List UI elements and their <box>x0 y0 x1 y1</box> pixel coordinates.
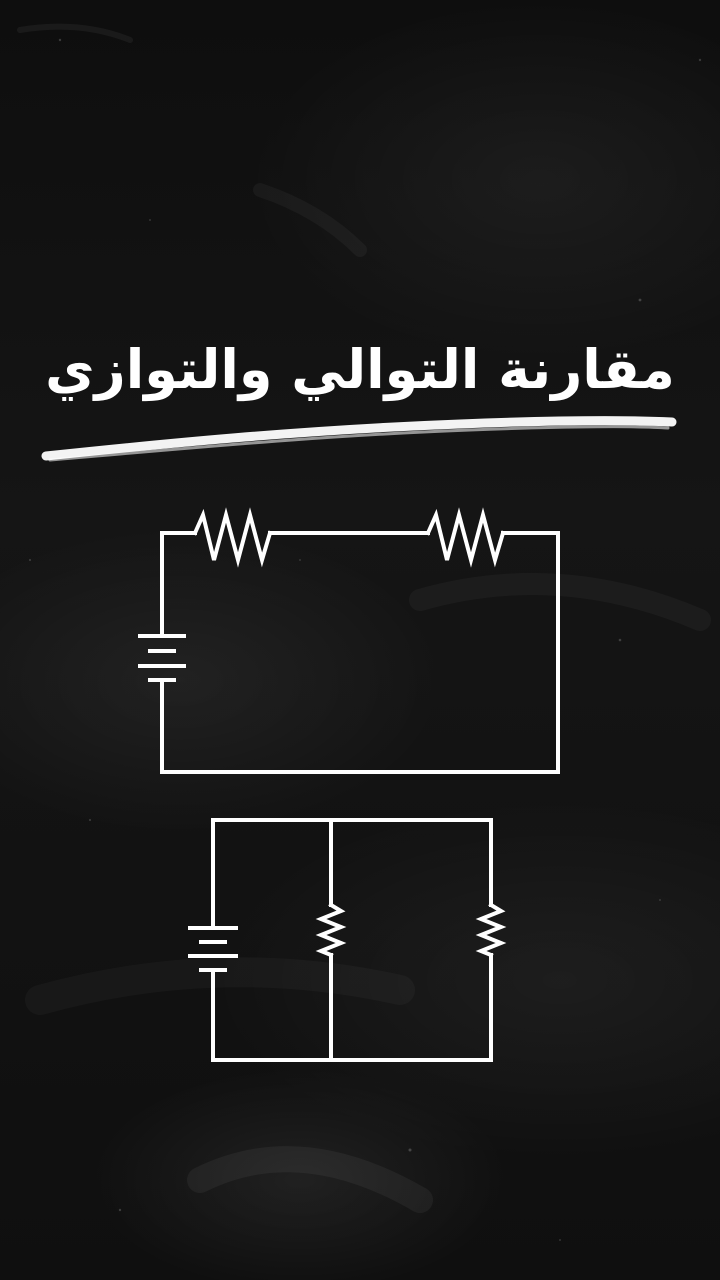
series-wire-right-bottom <box>160 531 560 774</box>
series-resistor-1 <box>192 507 273 568</box>
parallel-wire-outer-bottom <box>211 953 493 1062</box>
series-resistor-2 <box>425 507 506 568</box>
parallel-battery <box>188 926 238 972</box>
parallel-resistor-1 <box>315 902 347 958</box>
series-battery <box>138 634 186 682</box>
parallel-circuit <box>188 818 507 1062</box>
series-wire-top-left <box>160 531 197 635</box>
parallel-wire-outer <box>211 818 493 927</box>
page-title: مقارنة التوالي والتوازي <box>45 338 675 401</box>
series-circuit <box>138 507 560 774</box>
parallel-resistor-2 <box>475 902 507 958</box>
chalk-underline <box>41 416 677 462</box>
